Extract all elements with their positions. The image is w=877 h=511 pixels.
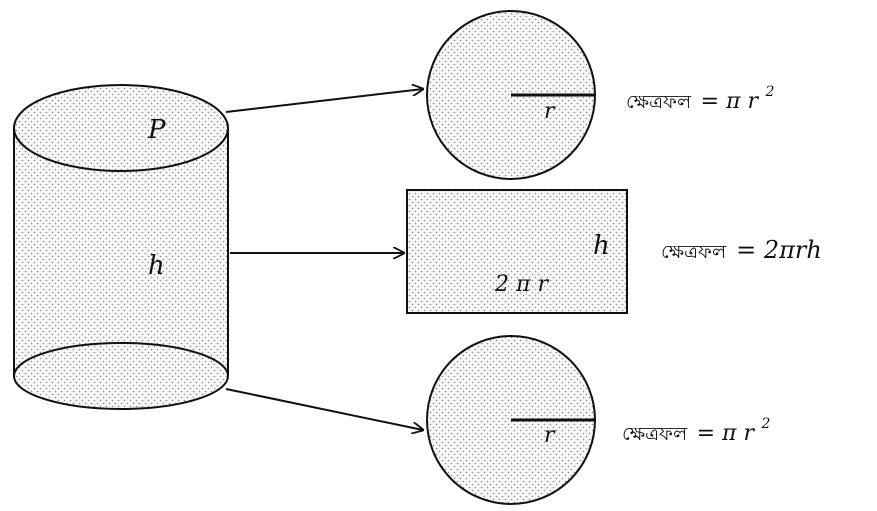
side-rectangle-shape: [406, 189, 628, 314]
top-area-exponent: 2: [765, 84, 775, 100]
bottom-circle-area-text: ক্ষেত্রফল = π r 2: [622, 416, 771, 446]
arrow-to-top-circle: [225, 89, 423, 113]
rect-area-word: ক্ষেত্রফল: [661, 241, 727, 263]
cylinder-top-ellipse: [13, 84, 229, 172]
rect-area-formula: = 2πrh: [736, 236, 822, 264]
bottom-area-formula: = π r: [697, 421, 756, 446]
bottom-area-exponent: 2: [761, 416, 771, 432]
side-rectangle: h 2 π r: [406, 189, 628, 314]
rectangle-height-label: h: [593, 231, 610, 261]
top-circle-area-text: ক্ষেত্রফল = π r 2: [626, 84, 775, 114]
arrow-to-bottom-circle: [225, 388, 423, 430]
cylinder-bottom-ellipse: [13, 342, 229, 410]
rectangle-area-text: ক্ষেত্রফল = 2πrh: [661, 236, 822, 264]
top-area-word: ক্ষেত্রফল: [626, 91, 692, 113]
top-circle: r: [426, 10, 596, 180]
bottom-circle-radius-label: r: [544, 423, 556, 448]
cylinder-top-label: P: [147, 115, 166, 145]
bottom-area-word: ক্ষেত্রফল: [622, 423, 688, 445]
bottom-circle: r: [426, 335, 596, 505]
cylinder: P h: [13, 84, 229, 410]
rectangle-width-label: 2 π r: [494, 272, 549, 297]
top-circle-radius-label: r: [544, 99, 556, 124]
cylinder-body: [14, 128, 228, 409]
cylinder-height-label: h: [148, 251, 165, 281]
top-area-formula: = π r: [701, 89, 760, 114]
